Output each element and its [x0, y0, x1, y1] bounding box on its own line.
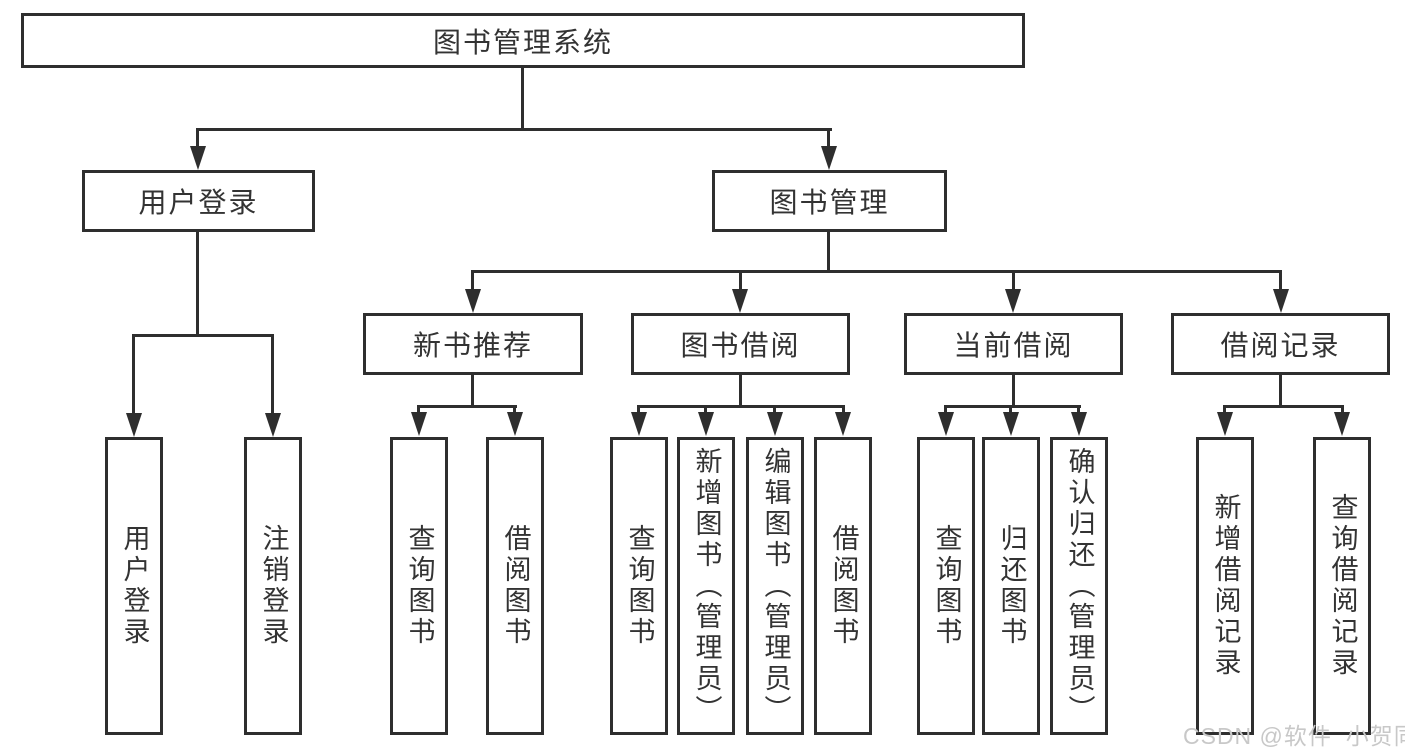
- connector-line: [471, 270, 1282, 273]
- connector-line: [842, 405, 845, 414]
- leaf-logout-label: 注销登录: [258, 524, 289, 648]
- node-new-book-recommend: 新书推荐: [363, 313, 583, 375]
- leaf-label: 确认归还（管理员）: [1064, 446, 1095, 726]
- connector-line: [827, 232, 830, 272]
- leaf-label: 查询借阅记录: [1327, 493, 1358, 679]
- connector-line: [1009, 405, 1012, 414]
- connector-line: [1223, 405, 1226, 414]
- leaf-label: 新增图书（管理员）: [691, 446, 722, 726]
- leaf-borrow-books: 借阅图书: [814, 437, 872, 735]
- arrowhead-down-icon: [465, 289, 481, 313]
- arrowhead-down-icon: [507, 412, 523, 436]
- arrowhead-down-icon: [698, 412, 714, 436]
- connector-line: [1279, 270, 1282, 291]
- connector-line: [944, 405, 1081, 408]
- leaf-logout: 注销登录: [244, 437, 302, 735]
- arrowhead-down-icon: [126, 413, 142, 437]
- connector-line: [417, 405, 517, 408]
- connector-line: [637, 405, 845, 408]
- connector-line: [196, 128, 832, 131]
- node-user-login: 用户登录: [82, 170, 315, 232]
- connector-line: [471, 270, 474, 291]
- node-root: 图书管理系统: [21, 13, 1025, 68]
- connector-line: [196, 128, 199, 152]
- connector-line: [637, 405, 640, 414]
- leaf-add-book-admin: 新增图书（管理员）: [677, 437, 735, 735]
- connector-line: [739, 375, 742, 408]
- connector-line: [196, 232, 199, 336]
- arrowhead-down-icon: [1003, 412, 1019, 436]
- leaf-confirm-return-admin: 确认归还（管理员）: [1050, 437, 1108, 735]
- arrowhead-down-icon: [1071, 412, 1087, 436]
- arrowhead-down-icon: [835, 412, 851, 436]
- leaf-label: 编辑图书（管理员）: [760, 446, 791, 726]
- connector-line: [1279, 375, 1282, 408]
- leaf-label: 借阅图书: [828, 524, 859, 648]
- connector-line: [271, 334, 274, 416]
- connector-line: [1341, 405, 1344, 414]
- leaf-label: 新增借阅记录: [1210, 493, 1241, 679]
- leaf-label: 查询图书: [931, 524, 962, 648]
- arrowhead-down-icon: [411, 412, 427, 436]
- leaf-label: 查询图书: [404, 524, 435, 648]
- connector-line: [1223, 405, 1344, 408]
- connector-line: [827, 128, 830, 152]
- leaf-query-books-recommend: 查询图书: [390, 437, 448, 735]
- arrowhead-down-icon: [1005, 289, 1021, 313]
- node-current-borrow: 当前借阅: [904, 313, 1123, 375]
- connector-line: [132, 334, 274, 337]
- leaf-return-books: 归还图书: [982, 437, 1040, 735]
- leaf-label: 借阅图书: [500, 524, 531, 648]
- leaf-query-books-current: 查询图书: [917, 437, 975, 735]
- connector-line: [704, 405, 707, 414]
- connector-line: [521, 68, 524, 130]
- node-book-management: 图书管理: [712, 170, 947, 232]
- connector-line: [513, 405, 516, 414]
- connector-line: [471, 375, 474, 408]
- leaf-label: 归还图书: [996, 524, 1027, 648]
- arrowhead-down-icon: [1273, 289, 1289, 313]
- arrowhead-down-icon: [631, 412, 647, 436]
- arrowhead-down-icon: [265, 413, 281, 437]
- connector-line: [1077, 405, 1080, 414]
- connector-line: [417, 405, 420, 414]
- leaf-edit-book-admin: 编辑图书（管理员）: [746, 437, 804, 735]
- arrowhead-down-icon: [190, 146, 206, 170]
- arrowhead-down-icon: [821, 146, 837, 170]
- leaf-query-borrow-record: 查询借阅记录: [1313, 437, 1371, 735]
- arrowhead-down-icon: [767, 412, 783, 436]
- leaf-label: 查询图书: [624, 524, 655, 648]
- connector-line: [944, 405, 947, 414]
- connector-line: [739, 270, 742, 291]
- arrowhead-down-icon: [938, 412, 954, 436]
- node-book-borrow: 图书借阅: [631, 313, 850, 375]
- arrowhead-down-icon: [1217, 412, 1233, 436]
- leaf-user-login-label: 用户登录: [119, 524, 150, 648]
- connector-line: [1012, 375, 1015, 408]
- node-borrow-records: 借阅记录: [1171, 313, 1390, 375]
- connector-line: [132, 334, 135, 416]
- leaf-user-login: 用户登录: [105, 437, 163, 735]
- arrowhead-down-icon: [732, 289, 748, 313]
- leaf-query-books-borrow: 查询图书: [610, 437, 668, 735]
- arrowhead-down-icon: [1334, 412, 1350, 436]
- csdn-watermark: CSDN @软件_小贺同学: [1183, 723, 1405, 747]
- connector-line: [1012, 270, 1015, 291]
- leaf-borrow-books-recommend: 借阅图书: [486, 437, 544, 735]
- connector-line: [773, 405, 776, 414]
- leaf-add-borrow-record: 新增借阅记录: [1196, 437, 1254, 735]
